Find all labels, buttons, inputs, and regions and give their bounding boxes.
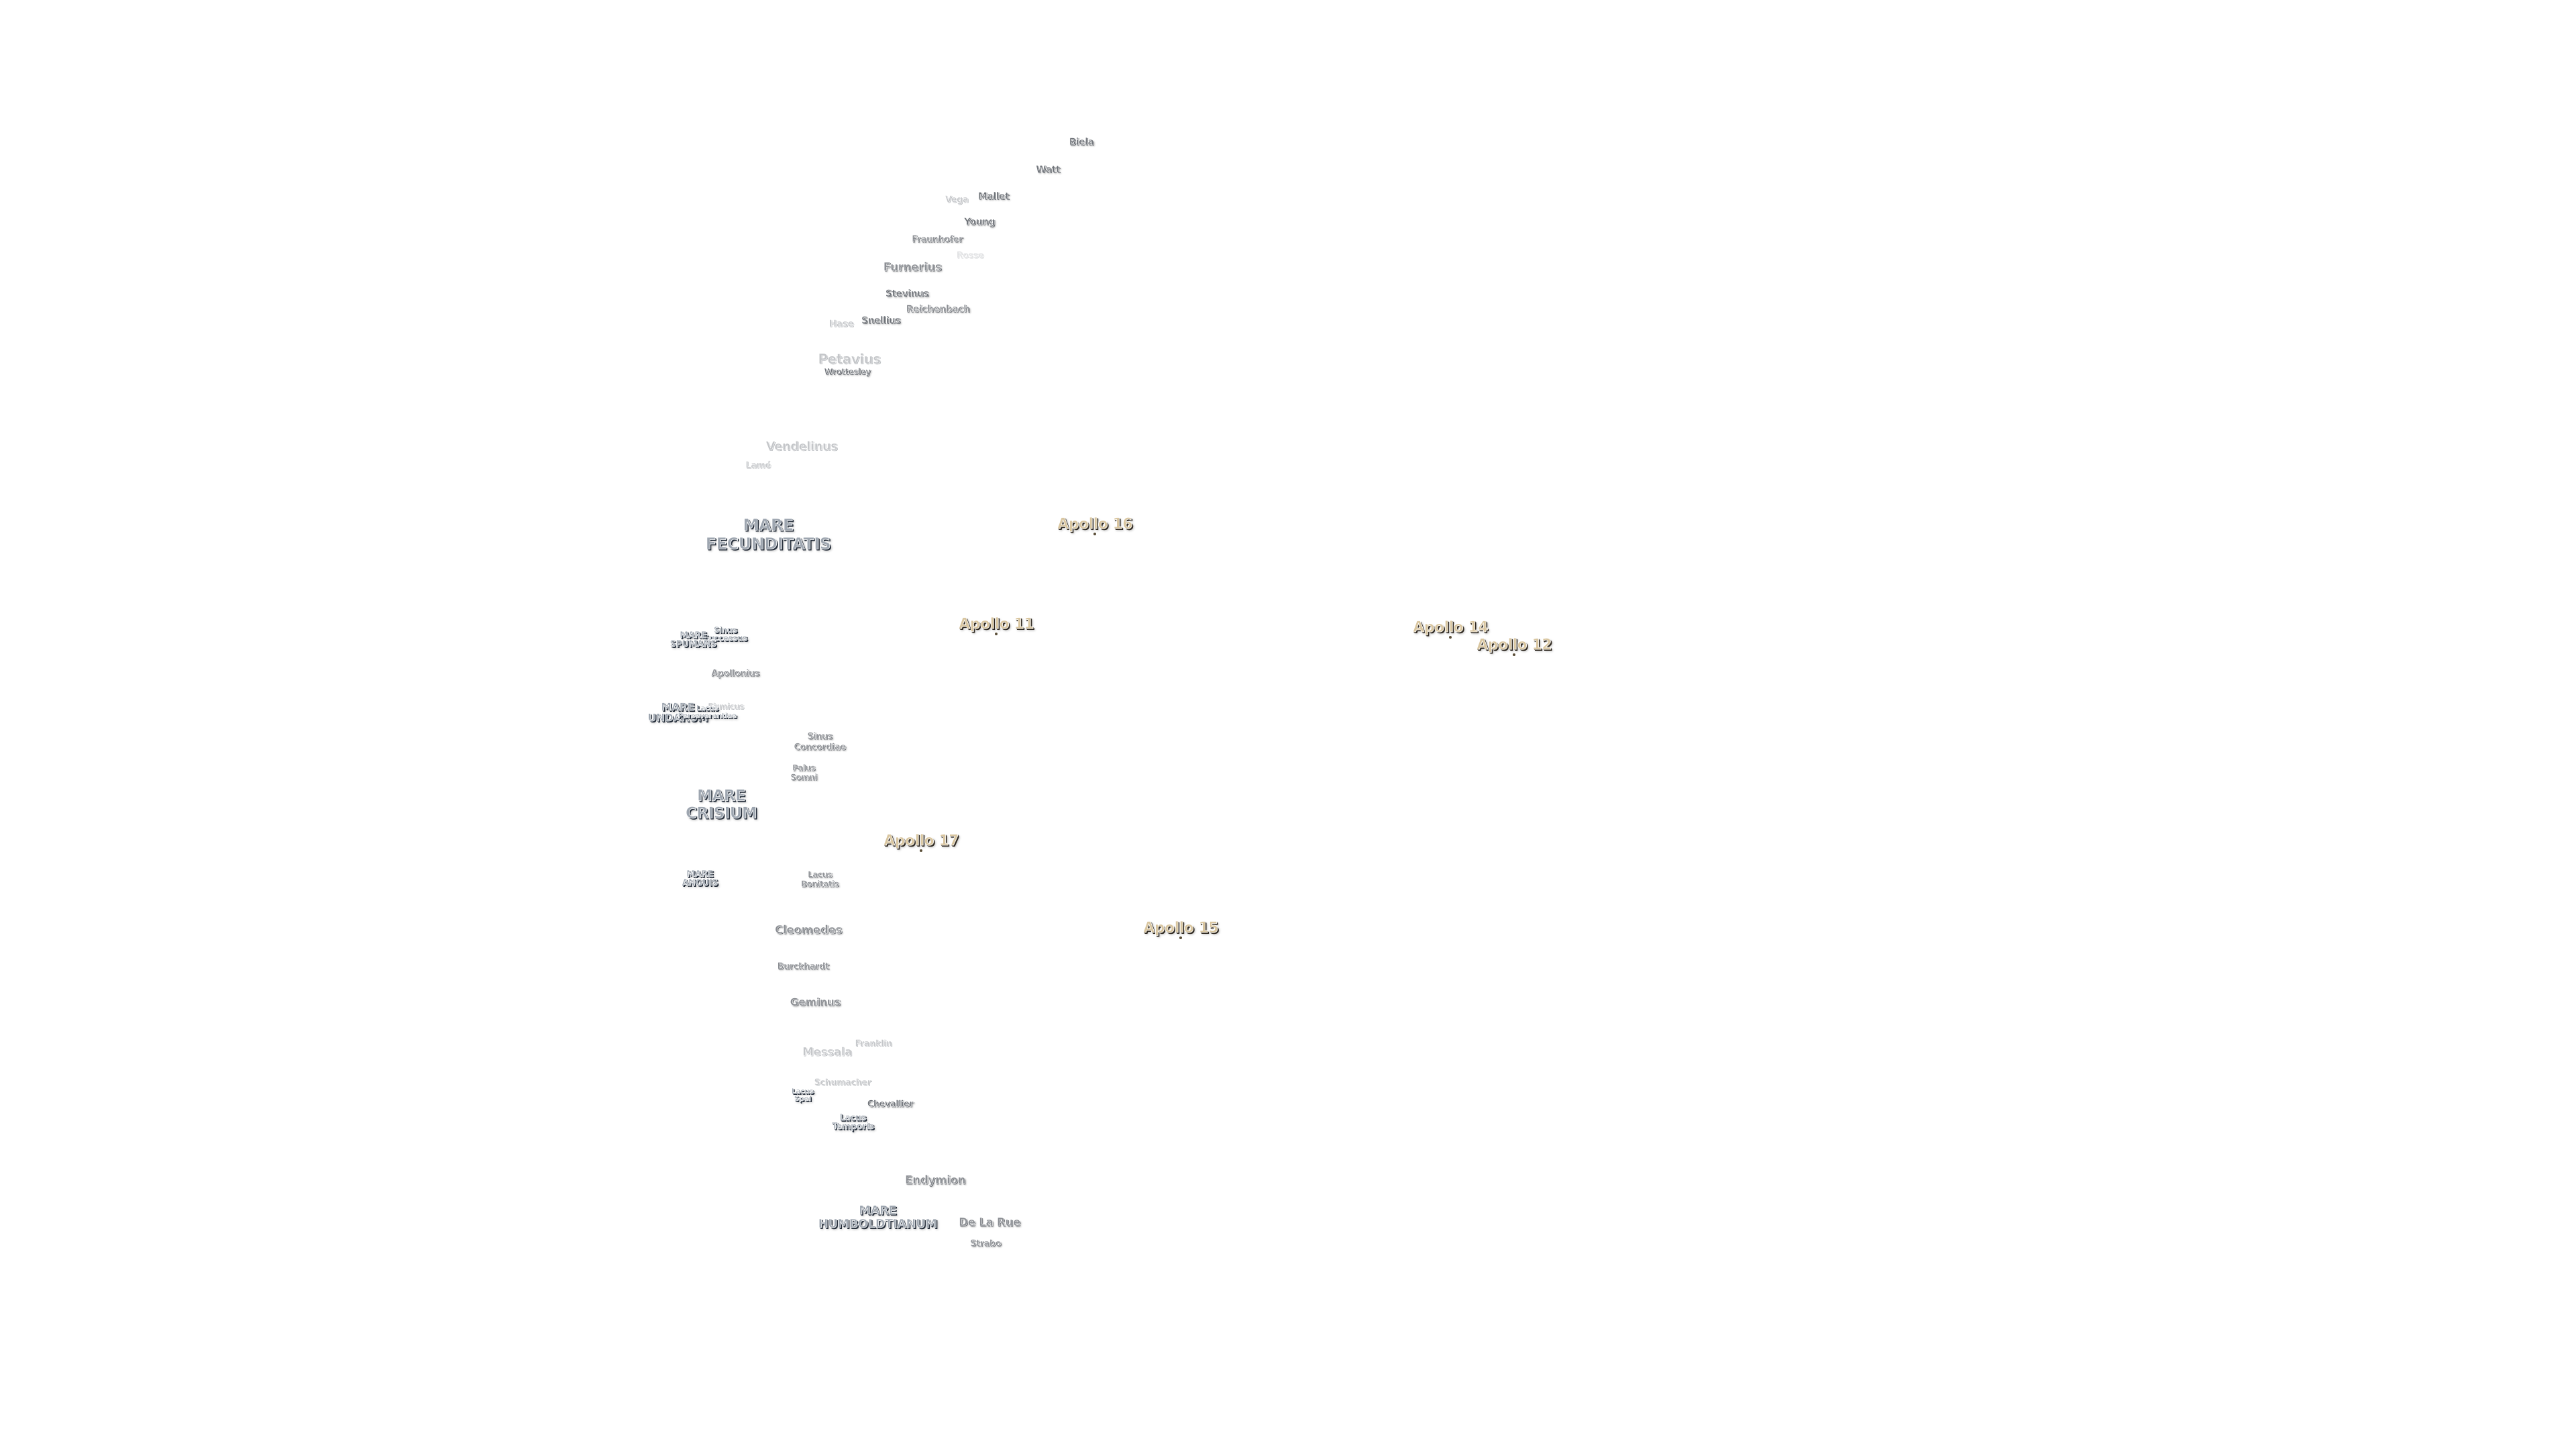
label-hase: Hase [828,319,854,329]
label-palus-somni: Palus Somni [790,763,818,782]
label-schumacher: Schumacher [814,1077,871,1088]
label-cleomedes: Cleomedes [774,923,843,937]
label-sinus-concordiae: Sinus Concordiae [794,731,846,752]
label-lacus-bonitatis: Lacus Bonitatis [800,869,839,889]
label-snellius: Snellius [861,315,901,326]
label-vega: Vega [945,195,969,205]
label-apollo-15[interactable]: Apollo 15 [1143,920,1219,936]
label-apollo-12[interactable]: Apollo 12 [1477,637,1552,653]
label-rosse: Rosse [956,250,984,261]
label-lacus-spei: Lacus Spei [791,1087,814,1103]
label-chevallier: Chevallier [867,1099,914,1110]
label-watt: Watt [1036,164,1061,175]
label-young: Young [964,217,996,227]
label-apollo-16[interactable]: Apollo 16 [1057,516,1133,533]
label-firmicus: Firmicus [708,702,745,711]
label-mare-crisium: MARE CRISIUM [685,787,757,822]
label-apollo-17[interactable]: Apollo 17 [883,833,959,849]
label-mare-anguis: MARE ANGUIS [682,869,718,888]
label-apollonius: Apollonius [711,668,760,679]
label-mare-humboldtianum: MARE HUMBOLDTIANUM [818,1203,937,1231]
label-endymion: Endymion [904,1173,966,1187]
label-geminus: Geminus [790,996,841,1008]
label-mare-spumans: MARE SPUMANS [669,631,716,649]
label-de-la-rue: De La Rue [958,1216,1021,1230]
label-strabo: Strabo [970,1238,1002,1249]
label-franklin: Franklin [855,1038,892,1049]
label-reichenbach: Reichenbach [906,304,970,315]
label-stevinus: Stevinus [885,288,929,299]
apollo-14-site-marker[interactable] [1449,636,1452,639]
label-lacus-temporis: Lacus Temporis [831,1113,874,1132]
label-biela: Biela [1069,137,1094,148]
apollo-15-site-marker[interactable] [1179,936,1182,939]
label-fraunhofer: Fraunhofer [912,234,963,245]
apollo-17-site-marker[interactable] [920,849,922,852]
label-apollo-11[interactable]: Apollo 11 [959,616,1034,633]
apollo-12-site-marker[interactable] [1513,653,1515,656]
label-mare-undarum: MARE UNDARUM [647,700,708,724]
label-apollo-14[interactable]: Apollo 14 [1413,619,1489,636]
label-furnerius: Furnerius [883,260,942,274]
apollo-16-site-marker[interactable] [1093,533,1096,535]
label-mare-fecunditatis: MARE FECUNDITATIS [705,515,831,553]
label-mallet: Mallet [977,191,1010,202]
label-sinus-successus: Sinus Successus [703,625,747,643]
apollo-11-site-marker[interactable] [995,633,998,635]
label-burckhardt: Burckhardt [777,961,829,972]
label-vendelinus: Vendelinus [765,439,838,453]
label-petavius: Petavius [818,351,881,367]
label-wrottesley: Wrottesley [824,367,871,376]
label-lacus-perseverantiae: Lacus Perseverantiae [678,704,737,720]
label-lame: Lamé [745,460,771,471]
label-messala: Messala [802,1045,853,1059]
